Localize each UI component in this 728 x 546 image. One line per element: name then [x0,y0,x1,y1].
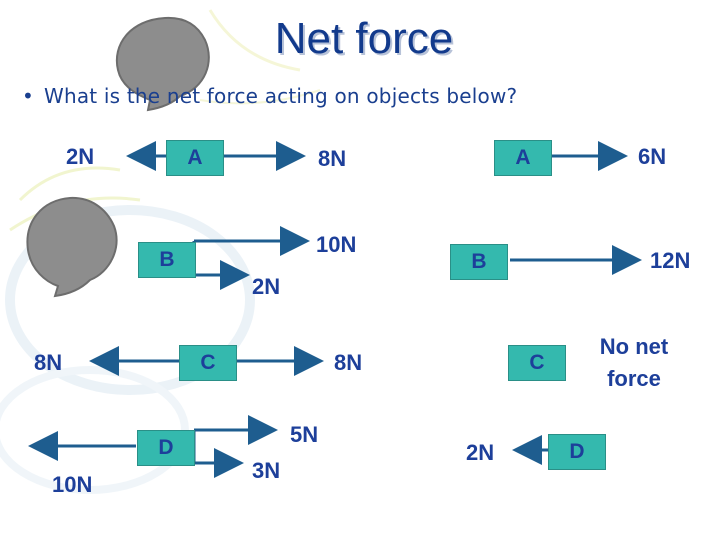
left-c-right-label: 8N [334,350,363,375]
right-a-label: 6N [638,144,667,169]
left-a-right-label: 8N [318,146,347,171]
left-c-left-label: 8N [34,350,63,375]
right-c-box: C [508,345,566,381]
right-b-label: 12N [650,248,691,273]
left-c-box: C [179,345,237,381]
left-b-box: B [138,242,196,278]
bullet-text: What is the net force acting on objects … [44,84,518,108]
decorative-head-left [26,196,118,298]
left-d-left-label: 10N [52,472,93,497]
bullet-dot: • [22,84,34,108]
right-c-label-line2: force [607,366,661,391]
right-d-label: 2N [466,440,495,465]
right-a-box: A [494,140,552,176]
left-d-box: D [137,430,195,466]
right-b-box: B [450,244,508,280]
left-b-bottom-label: 2N [252,274,281,299]
left-d-top-label: 5N [290,422,319,447]
left-d-bottom-label: 3N [252,458,281,483]
bullet-question: • What is the net force acting on objects… [22,84,517,108]
left-a-left-label: 2N [66,144,95,169]
decorative-head-top [115,16,210,112]
left-b-top-label: 10N [316,232,357,257]
slide-title: Net force [274,14,454,63]
right-d-box: D [548,434,606,470]
right-c-label-line1: No net [599,334,669,359]
left-a-box: A [166,140,224,176]
